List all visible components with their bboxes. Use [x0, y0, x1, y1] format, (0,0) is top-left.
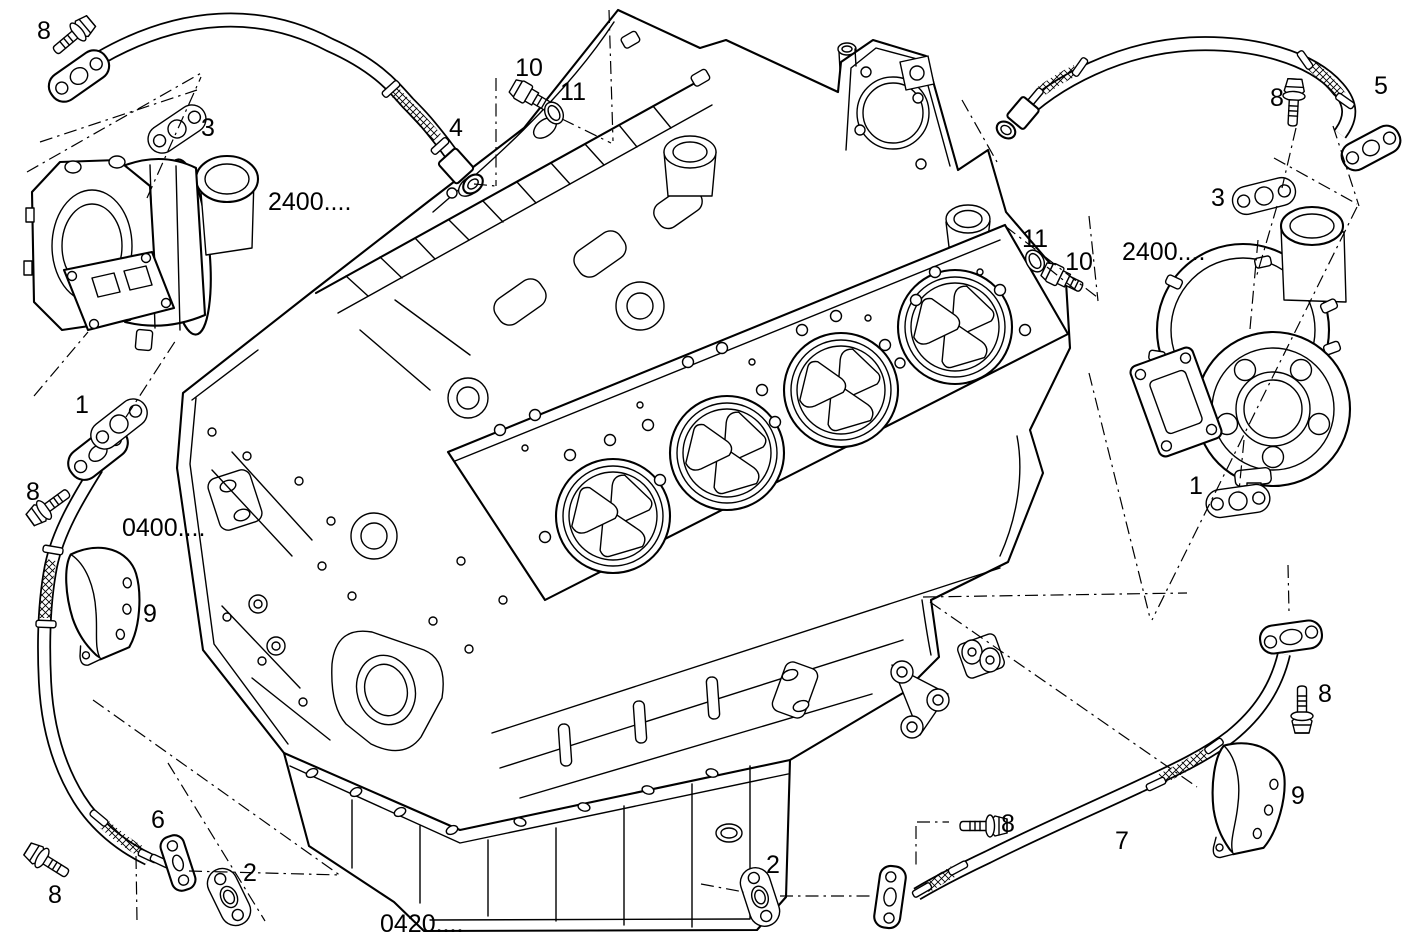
front-face-holes — [207, 427, 508, 707]
callout-1-right: 1 — [1189, 472, 1203, 500]
callout-3-right: 3 — [1211, 184, 1225, 212]
callout-11-left: 11 — [560, 78, 586, 106]
block-side-detail — [491, 435, 1021, 799]
labels: 8 3 4 10 11 11 10 3 8 5 1 8 9 6 8 2 2 8 … — [26, 17, 1388, 938]
block-end-flange — [873, 864, 907, 930]
oil-drain-stub — [134, 328, 154, 352]
callout-10-right: 10 — [1065, 248, 1093, 276]
callout-8-top-left: 8 — [37, 17, 51, 45]
block-end-flange — [159, 834, 197, 892]
end-flange — [1340, 124, 1402, 172]
oil-return-line-7 — [873, 619, 1324, 930]
hose-nut — [437, 147, 475, 185]
leader-lines — [26, 9, 1360, 922]
engine-block — [175, 8, 1072, 933]
oil-pan — [282, 751, 792, 928]
rear-plate — [837, 42, 991, 248]
assembly-ref-2400-left: 2400.... — [268, 188, 351, 216]
callout-6: 6 — [151, 806, 165, 834]
assembly-ref-0420: 0420.... — [380, 910, 463, 938]
cylinder-deck — [446, 223, 1070, 602]
callout-8-right-mid: 8 — [1318, 680, 1332, 708]
block-front-face — [189, 349, 508, 752]
callout-2-right: 2 — [766, 851, 780, 879]
callout-8-left-mid: 8 — [26, 478, 40, 506]
callout-11-right: 11 — [1022, 225, 1048, 253]
callout-2-left: 2 — [243, 859, 257, 887]
turbocharger-right — [1129, 205, 1352, 498]
deck-bolt-holes — [493, 265, 1032, 544]
turbocharger-left — [23, 154, 260, 352]
callout-7: 7 — [1115, 827, 1129, 855]
assembly-ref-0400: 0400.... — [122, 514, 205, 542]
callout-8-bottom-mid: 8 — [1001, 810, 1015, 838]
callout-4: 4 — [449, 114, 463, 142]
drain-plug — [715, 823, 743, 843]
callout-8-top-right: 8 — [1270, 84, 1284, 112]
valley-detail — [359, 135, 717, 457]
callout-1-left: 1 — [75, 391, 89, 419]
oil-supply-line-5 — [995, 36, 1402, 172]
callout-9-left: 9 — [143, 600, 157, 628]
banjo-flange — [47, 49, 111, 103]
callout-5: 5 — [1374, 72, 1388, 100]
callout-8-bottom-left: 8 — [48, 881, 62, 909]
hose-nut — [1006, 96, 1040, 130]
assembly-ref-2400-right: 2400.... — [1122, 238, 1205, 266]
callout-10-left: 10 — [515, 54, 543, 82]
turbine-inlet-flange — [1129, 346, 1223, 458]
callout-9-right: 9 — [1291, 782, 1305, 810]
turbo-drain-flange — [1258, 619, 1324, 655]
oil-supply-line-4 — [47, 12, 484, 195]
callout-3-top-left: 3 — [201, 114, 215, 142]
